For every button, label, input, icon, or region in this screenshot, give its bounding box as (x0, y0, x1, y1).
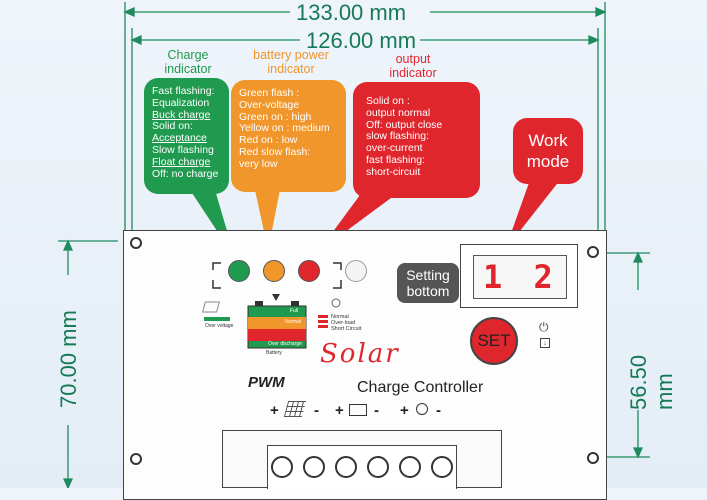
mini-label-normal: Normal (285, 319, 302, 325)
mini-label-over-load: Over-load (331, 320, 356, 326)
brand-solar: Solar (320, 339, 400, 369)
mini-label-full: Full (290, 308, 299, 314)
terminal-strip (267, 445, 457, 489)
solar-minus: - (314, 402, 319, 419)
mini-label-battery: Battery (266, 350, 282, 356)
terminal-block (222, 430, 502, 489)
output-indicator-callout: Solid on : output normal Off: output clo… (353, 82, 480, 198)
battery-indicator-callout: Green flash : Over-voltage Green on : hi… (231, 80, 346, 192)
work-mode-digits: 1 2 (483, 258, 559, 296)
load-terminal-icon (416, 403, 428, 415)
battery-plus: + (335, 402, 344, 419)
mini-label-load-normal: Normal (331, 314, 349, 320)
mount-hole-bottom-right (587, 452, 599, 464)
spare-led (345, 260, 367, 282)
product-name: Charge Controller (357, 379, 484, 396)
set-button[interactable]: SET (470, 317, 518, 365)
load-plus: + (400, 402, 409, 419)
segment-display-inner (473, 255, 567, 299)
output-led (298, 260, 320, 282)
load-minus: - (436, 402, 441, 419)
bulb-icon (318, 298, 341, 328)
mini-status-diagram (202, 294, 341, 349)
mini-label-over-discharge: Over discharge (268, 341, 302, 347)
mini-label-short-circuit: Short Circuit (331, 326, 362, 332)
terminal-screw-4[interactable] (367, 456, 389, 478)
battery-terminal-icon (349, 404, 367, 416)
power-icon: ⏻ (539, 320, 549, 334)
terminal-screw-3[interactable] (335, 456, 357, 478)
battery-led (263, 260, 285, 282)
led-bracket (212, 262, 342, 289)
mount-hole-top-right (587, 246, 599, 258)
solar-plus: + (270, 402, 279, 419)
load-switch-icon: ↓ (540, 338, 550, 348)
battery-minus: - (374, 402, 379, 419)
mount-hole-top-left (130, 237, 142, 249)
terminal-screw-6[interactable] (431, 456, 453, 478)
segment-display: 1 2 (460, 244, 578, 308)
terminal-screw-5[interactable] (399, 456, 421, 478)
solar-panel-icon (202, 301, 230, 321)
battery-icon (247, 294, 307, 349)
total-width-label: 133.00 mm (296, 0, 407, 25)
charge-led (228, 260, 250, 282)
mini-label-over-voltage: Over voltage (205, 323, 234, 329)
terminal-screw-2[interactable] (303, 456, 325, 478)
charge-indicator-callout: Fast flashing: Equalization Buck charge … (144, 78, 229, 194)
inner-width-label: 126.00 mm (306, 28, 417, 53)
terminal-screw-1[interactable] (271, 456, 293, 478)
dimension-lines (58, 2, 650, 488)
model-pwm: PWM (248, 374, 285, 391)
mount-hole-bottom-left (130, 453, 142, 465)
